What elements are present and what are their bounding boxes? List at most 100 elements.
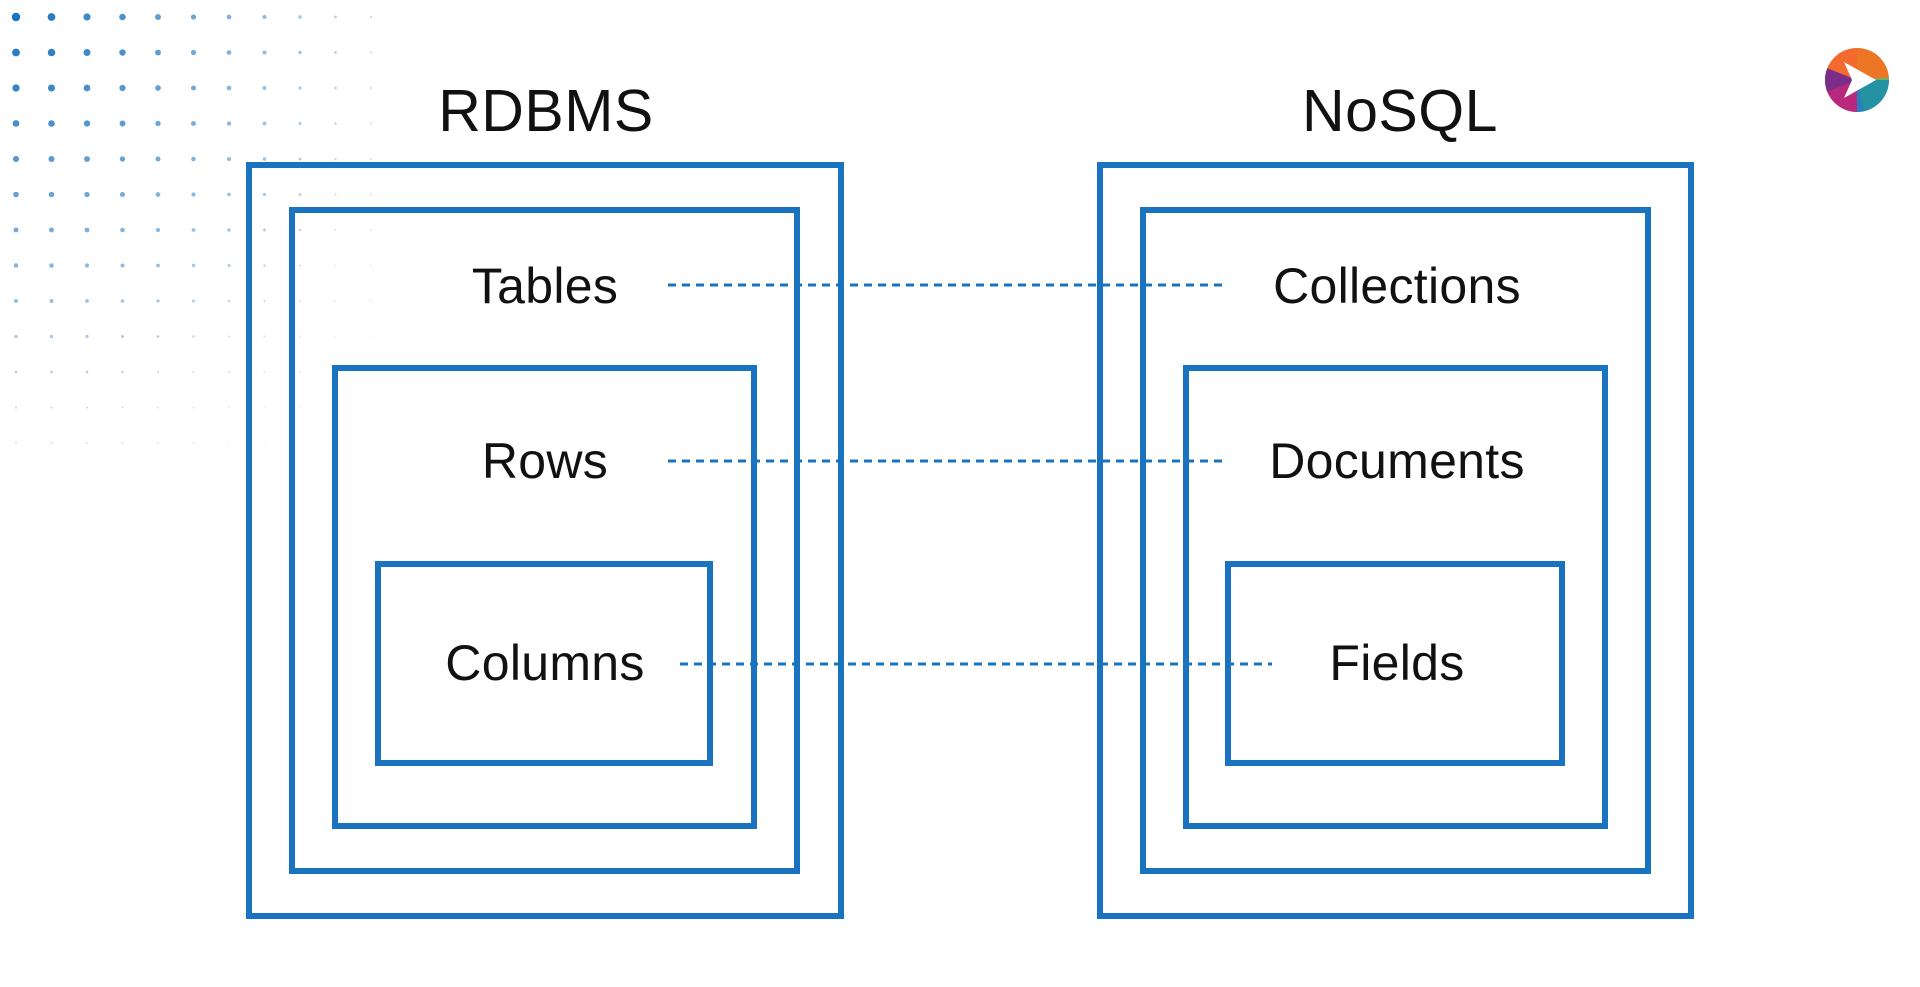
decorative-dot bbox=[84, 191, 90, 198]
decorative-dot bbox=[48, 120, 55, 127]
decorative-dot bbox=[156, 263, 160, 268]
decorative-dot bbox=[48, 191, 55, 198]
decorative-dot bbox=[298, 121, 302, 126]
decorative-dot bbox=[11, 12, 21, 22]
decorative-dot bbox=[155, 156, 161, 162]
decorative-dot bbox=[13, 227, 19, 233]
decorative-dot bbox=[369, 335, 373, 338]
decorative-dot bbox=[262, 192, 267, 197]
decorative-dot bbox=[50, 406, 53, 409]
decorative-dot bbox=[334, 193, 337, 196]
decorative-dot bbox=[156, 441, 160, 445]
decorative-dot bbox=[119, 84, 126, 92]
decorative-dot bbox=[298, 370, 302, 374]
decorative-dot bbox=[83, 48, 91, 57]
nosql-documents-box bbox=[1183, 365, 1608, 829]
decorative-dot bbox=[334, 122, 337, 125]
decorative-dot bbox=[85, 299, 89, 303]
decorative-dot bbox=[14, 441, 18, 445]
decorative-dot bbox=[226, 121, 232, 126]
decorative-dot bbox=[227, 406, 231, 409]
decorative-dot bbox=[85, 441, 89, 445]
decorative-dot bbox=[263, 264, 266, 267]
decorative-dot bbox=[121, 370, 124, 374]
rdbms-outer-box bbox=[246, 162, 844, 919]
decorative-dot bbox=[263, 370, 266, 374]
decorative-dot bbox=[191, 263, 196, 268]
decorative-dot bbox=[120, 227, 125, 233]
nosql-title: NoSQL bbox=[1302, 78, 1498, 144]
decorative-dot bbox=[84, 156, 90, 162]
decorative-dot bbox=[84, 227, 90, 233]
decorative-dot bbox=[334, 86, 337, 90]
decorative-dot bbox=[369, 86, 373, 90]
decorative-dot bbox=[298, 228, 302, 232]
decorative-dot-grid bbox=[11, 12, 373, 445]
decorative-dot bbox=[262, 14, 267, 20]
decorative-dot bbox=[84, 263, 90, 268]
decorative-dot bbox=[191, 192, 196, 197]
decorative-dot bbox=[155, 85, 161, 91]
decorative-dot bbox=[192, 335, 195, 338]
decorative-dot bbox=[12, 84, 20, 92]
decorative-dot bbox=[119, 156, 126, 162]
decorative-dot bbox=[156, 335, 160, 338]
decorative-dot bbox=[48, 155, 55, 163]
decorative-dot bbox=[190, 49, 197, 56]
nosql-collections-box bbox=[1140, 207, 1651, 874]
decorative-dot bbox=[263, 228, 266, 232]
decorative-dot bbox=[120, 299, 125, 303]
rdbms-title: RDBMS bbox=[438, 78, 654, 144]
decorative-dot bbox=[191, 228, 196, 232]
decorative-dot bbox=[12, 48, 20, 57]
decorative-dot bbox=[47, 84, 56, 92]
decorative-dot bbox=[369, 51, 373, 54]
decorative-dot bbox=[227, 264, 231, 267]
decorative-dot bbox=[155, 192, 161, 197]
decorative-dot bbox=[83, 84, 91, 92]
decorative-dot bbox=[369, 193, 373, 196]
rdbms-tables-box bbox=[289, 207, 800, 874]
decorative-dot bbox=[298, 15, 302, 19]
decorative-dot bbox=[85, 370, 89, 374]
decorative-dot bbox=[227, 335, 231, 338]
decorative-dot bbox=[14, 370, 18, 374]
decorative-dot bbox=[298, 193, 302, 196]
decorative-dot bbox=[334, 228, 337, 232]
decorative-dot bbox=[263, 335, 266, 338]
decorative-dot bbox=[50, 370, 53, 374]
decorative-dot bbox=[262, 86, 267, 90]
decorative-dot bbox=[192, 299, 195, 303]
decorative-dot bbox=[83, 120, 91, 127]
decorative-dot bbox=[334, 299, 337, 303]
decorative-dot bbox=[156, 406, 160, 409]
decorative-dot bbox=[227, 441, 231, 445]
decorative-dot bbox=[262, 50, 267, 55]
decorative-dot bbox=[49, 263, 54, 268]
decorative-dot bbox=[298, 299, 302, 303]
decorative-dot bbox=[119, 13, 126, 21]
decorative-dot bbox=[227, 299, 231, 303]
decorative-dot bbox=[298, 335, 302, 338]
decorative-dot bbox=[192, 370, 195, 374]
decorative-dot bbox=[121, 406, 124, 409]
decorative-dot bbox=[120, 263, 125, 268]
decorative-dot bbox=[14, 334, 18, 339]
decorative-dot bbox=[298, 50, 302, 55]
nosql-outer-box bbox=[1097, 162, 1694, 919]
decorative-dot bbox=[369, 264, 373, 267]
decorative-dot bbox=[190, 85, 197, 91]
nosql-fields-label: Fields bbox=[1329, 635, 1465, 691]
decorative-dot bbox=[13, 191, 19, 198]
decorative-dot bbox=[120, 334, 125, 339]
decorative-dot bbox=[263, 406, 266, 409]
rdbms-rows-box bbox=[332, 365, 757, 829]
decorative-dot bbox=[227, 228, 231, 232]
decorative-dot bbox=[85, 406, 89, 409]
decorative-dot bbox=[369, 157, 373, 161]
play-arrow-logo-icon bbox=[1825, 48, 1889, 112]
decorative-dot bbox=[226, 156, 232, 162]
decorative-dot bbox=[155, 120, 161, 127]
decorative-dot bbox=[298, 86, 302, 90]
